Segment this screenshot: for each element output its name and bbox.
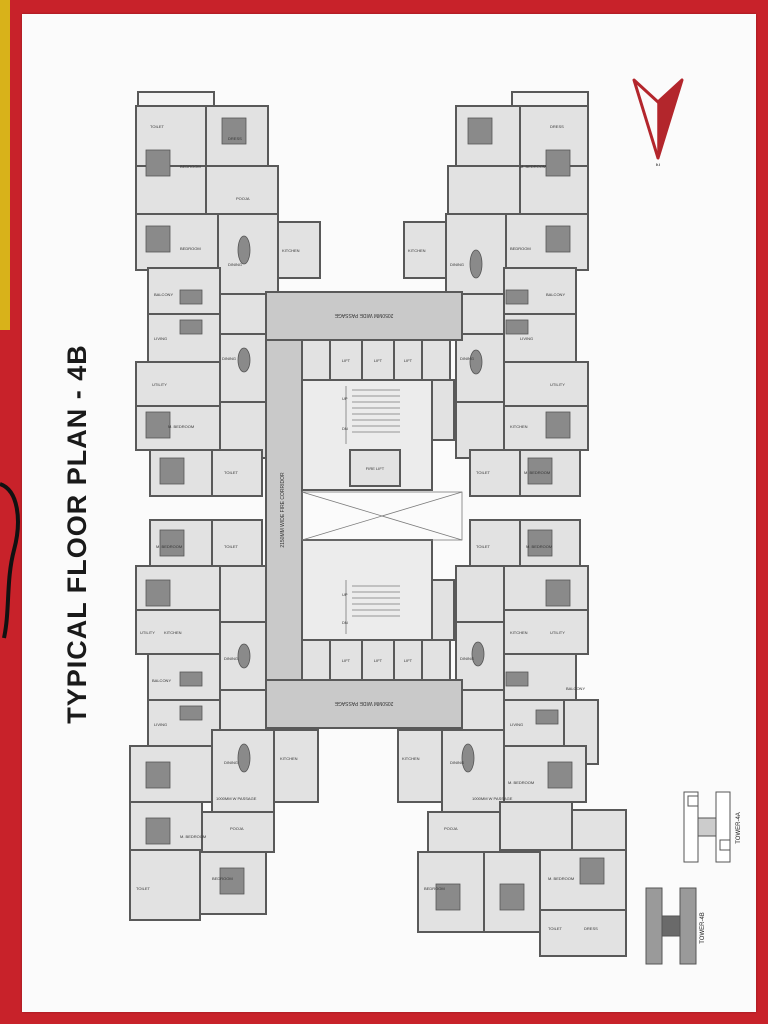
stair-down-label: DN bbox=[342, 620, 348, 625]
room-label: LIVING bbox=[510, 722, 523, 727]
room-label: DRESS bbox=[550, 124, 564, 129]
fire-lift-label: FIRE LIFT bbox=[366, 466, 385, 471]
north-label: N bbox=[656, 164, 660, 166]
room-label: UTILITY bbox=[140, 630, 155, 635]
lift-label: LIFT bbox=[404, 658, 413, 663]
room-label: LIVING bbox=[154, 722, 167, 727]
room-label: BALCONY bbox=[546, 292, 565, 297]
room-label: POOJA bbox=[444, 826, 458, 831]
key-plan-tower-a bbox=[683, 791, 731, 863]
room-label: TOILET bbox=[476, 544, 490, 549]
furniture bbox=[145, 117, 605, 911]
lift-label: LIFT bbox=[404, 358, 413, 363]
room-label: M. BEDROOM bbox=[156, 544, 182, 549]
room-label: KITCHEN bbox=[282, 248, 300, 253]
room-label: KITCHEN bbox=[510, 630, 528, 635]
room-label: TOILET bbox=[136, 886, 150, 891]
room-label: DINING bbox=[450, 760, 464, 765]
room-label: DINING bbox=[222, 356, 236, 361]
room-label: UTILITY bbox=[550, 630, 565, 635]
room-label: DINING bbox=[460, 356, 474, 361]
room-label: UTILITY bbox=[152, 382, 167, 387]
room-label: KITCHEN bbox=[510, 424, 528, 429]
room-label: M. BEDROOM bbox=[520, 164, 546, 169]
room-label: DINING bbox=[224, 760, 238, 765]
room-label: BEDROOM bbox=[212, 876, 233, 881]
room-label: TOILET bbox=[224, 470, 238, 475]
room-label: DINING bbox=[228, 262, 242, 267]
room-label: M. BEDROOM bbox=[526, 544, 552, 549]
room-label: BALCONY bbox=[152, 678, 171, 683]
room-label: TOILET bbox=[224, 544, 238, 549]
floor-plan-sheet: TYPICAL FLOOR PLAN - 4B bbox=[22, 14, 756, 1012]
wing-top-left bbox=[135, 91, 321, 497]
room-label: TOILET bbox=[150, 124, 164, 129]
key-plan-tower-b bbox=[645, 887, 697, 965]
floor-plan-drawing: 2050MM WIDE PASSAGE 2050MM WIDE PASSAGE … bbox=[129, 91, 627, 957]
room-label: DINING bbox=[224, 656, 238, 661]
lift-label: LIFT bbox=[342, 358, 351, 363]
room-label: M. BEDROOM bbox=[548, 876, 574, 881]
room-label: POOJA bbox=[230, 826, 244, 831]
north-arrow-icon: N bbox=[632, 78, 684, 166]
bottom-passage-label: 2050MM WIDE PASSAGE bbox=[334, 700, 393, 706]
core-details bbox=[301, 386, 463, 634]
room-label: 1000MM W PASSAGE bbox=[472, 796, 513, 801]
room-label: BEDROOM bbox=[180, 164, 201, 169]
cable-decoration bbox=[0, 482, 20, 639]
room-label: M. BEDROOM bbox=[508, 780, 534, 785]
top-passage-label: 2050MM WIDE PASSAGE bbox=[334, 312, 393, 318]
room-label: M. BEDROOM bbox=[524, 470, 550, 475]
wing-bottom-right bbox=[397, 519, 627, 957]
room-label: BEDROOM bbox=[510, 246, 531, 251]
core bbox=[265, 291, 463, 729]
lift-label: LIFT bbox=[342, 658, 351, 663]
tower-b-label: TOWER-4B bbox=[700, 912, 706, 944]
room-label: BALCONY bbox=[566, 686, 585, 691]
room-label: M. BEDROOM bbox=[180, 834, 206, 839]
room-label: M. BEDROOM bbox=[168, 424, 194, 429]
room-label: LIVING bbox=[154, 336, 167, 341]
room-label: BEDROOM bbox=[180, 246, 201, 251]
room-label: LIVING bbox=[520, 336, 533, 341]
room-label: BEDROOM bbox=[424, 886, 445, 891]
room-label: KITCHEN bbox=[402, 756, 420, 761]
room-label: KITCHEN bbox=[408, 248, 426, 253]
wing-bottom-left bbox=[129, 519, 319, 921]
room-label: DRESS bbox=[228, 136, 242, 141]
room-label: DRESS bbox=[584, 926, 598, 931]
stair-up-label: UP bbox=[342, 396, 348, 401]
room-label: DINING bbox=[460, 656, 474, 661]
fire-corridor-label: 2150MM WIDE FIRE CORRIDOR bbox=[280, 472, 286, 548]
stair-up-label: UP bbox=[342, 592, 348, 597]
room-label: POOJA bbox=[236, 196, 250, 201]
room-label: BALCONY bbox=[154, 292, 173, 297]
background-strip bbox=[0, 0, 10, 330]
stair-down-label: DN bbox=[342, 426, 348, 431]
room-label: UTILITY bbox=[550, 382, 565, 387]
room-label: TOILET bbox=[548, 926, 562, 931]
room-label: KITCHEN bbox=[164, 630, 182, 635]
lift-label: LIFT bbox=[374, 358, 383, 363]
room-label: TOILET bbox=[476, 470, 490, 475]
tower-a-label: TOWER-4A bbox=[736, 812, 742, 844]
key-plan: TOWER-4A TOWER-4B bbox=[645, 791, 742, 965]
lift-label: LIFT bbox=[374, 658, 383, 663]
room-label: 1000MM W PASSAGE bbox=[216, 796, 257, 801]
room-label: KITCHEN bbox=[280, 756, 298, 761]
room-label: DINING bbox=[450, 262, 464, 267]
